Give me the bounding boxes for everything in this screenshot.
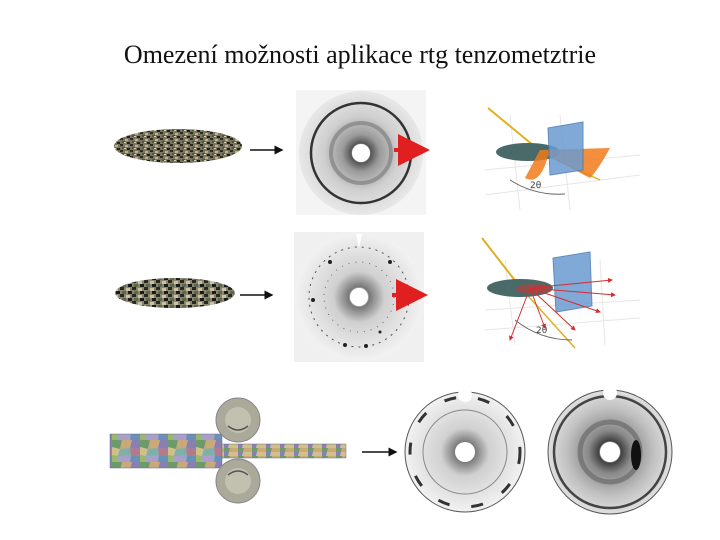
ring-pattern-2 [294,232,424,362]
lower-roller [215,458,261,504]
detector-plate [547,121,584,176]
texture-pattern-2 [547,386,673,515]
ring-pattern-1 [296,90,426,215]
thick-sheet [109,433,223,469]
rolled-thin-sheet [221,443,347,459]
two-theta-label: 2θ [530,181,542,191]
upper-roller [215,397,261,443]
coarse-grain-sample-row: 2θ [115,232,641,362]
page-title: Omezení možnosti aplikace rtg tenzometzt… [123,40,597,69]
incident-beam [481,237,521,288]
beam-stop [352,144,370,162]
coarse-grain-sample [115,278,235,308]
two-theta-label: 2θ [536,326,548,336]
fine-grain-sample [114,129,242,163]
cone-3d-diagram-2: 2θ [481,237,641,349]
beam-stop [350,288,368,306]
rolled-sheet-row [109,386,673,515]
detector-plate [552,251,593,313]
fine-grain-sample-row: 2θ [114,90,641,215]
cone-3d-diagram-1: 2θ [484,107,641,211]
beam-stop [600,442,620,462]
beam-stop [455,442,475,462]
texture-pattern-1 [404,388,526,513]
